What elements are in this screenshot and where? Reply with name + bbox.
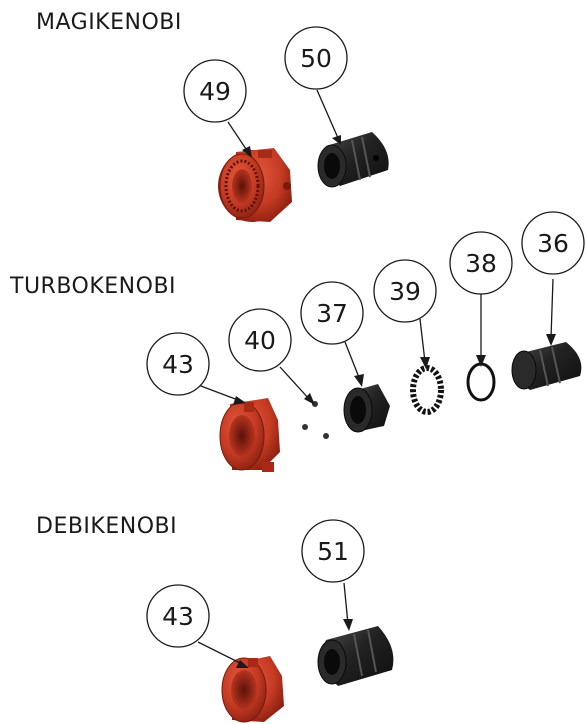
balloon-51: 51: [301, 519, 365, 583]
balloon-36: 36: [521, 211, 585, 275]
balloon-43-debi: 43: [146, 584, 210, 648]
part-43-red-ring-debi: [221, 656, 284, 723]
part-37-black-ring: [343, 384, 390, 433]
svg-text:49: 49: [199, 77, 231, 106]
section-label-turbokenobi: TURBOKENOBI: [10, 274, 177, 299]
svg-text:51: 51: [317, 537, 349, 566]
part-40-small-balls: [302, 401, 329, 439]
section-label-debikenobi: DEBIKENOBI: [36, 514, 178, 539]
part-50-black-cylinder: [317, 132, 389, 188]
balloon-37: 37: [300, 281, 364, 345]
part-39-toothed-ring: [410, 365, 444, 415]
balloon-38: 38: [449, 231, 513, 295]
balloon-39: 39: [373, 259, 437, 323]
leader-lines: [184, 89, 556, 668]
part-43-red-ring-turbo: [219, 398, 280, 472]
balloon-50: 50: [284, 26, 348, 90]
balloon-43-turbo: 43: [146, 332, 210, 396]
svg-text:39: 39: [389, 277, 421, 306]
svg-text:43: 43: [162, 602, 194, 631]
section-label-magikenobi: MAGIKENOBI: [36, 10, 182, 35]
svg-text:40: 40: [244, 326, 276, 355]
balloon-49: 49: [183, 59, 247, 123]
svg-text:36: 36: [537, 229, 569, 258]
svg-text:37: 37: [316, 299, 348, 328]
svg-text:38: 38: [465, 249, 497, 278]
svg-text:43: 43: [162, 350, 194, 379]
part-36-black-body: [511, 342, 582, 390]
svg-text:50: 50: [300, 44, 332, 73]
balloon-40: 40: [228, 308, 292, 372]
part-49-red-knurled-nut: [218, 148, 292, 222]
part-38-o-ring: [466, 362, 496, 402]
part-51-black-cylinder: [317, 626, 394, 686]
